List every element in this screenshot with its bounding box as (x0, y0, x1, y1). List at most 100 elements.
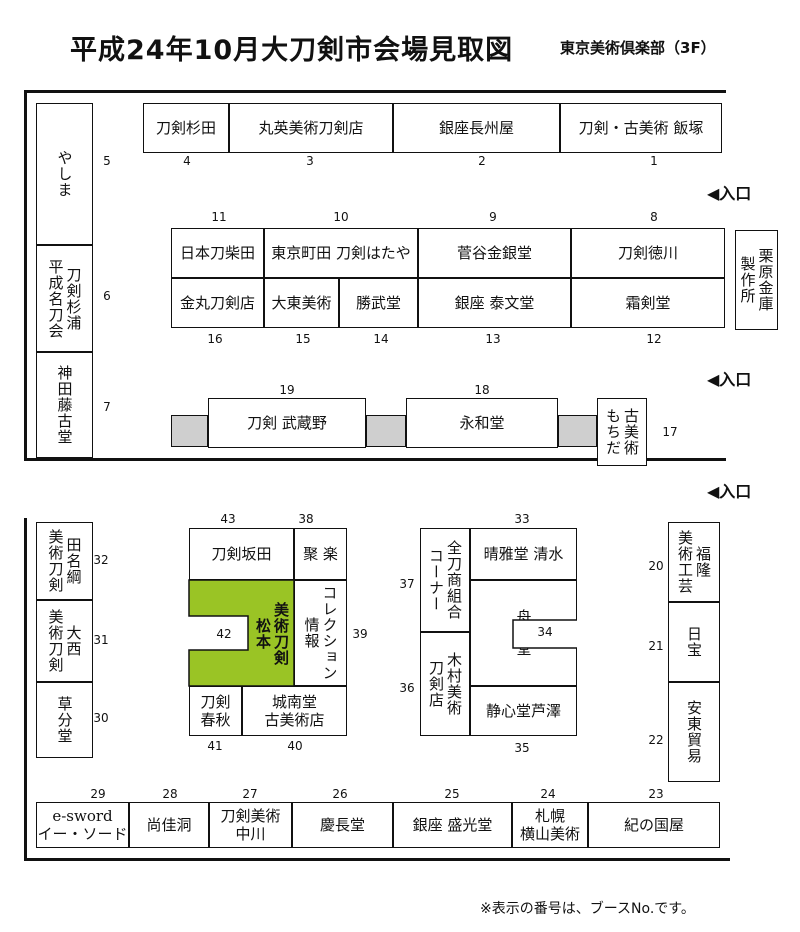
booth-number: 21 (648, 639, 664, 653)
gray-spacer (171, 415, 208, 447)
venue-label: 東京美術倶楽部（3F） (560, 39, 716, 57)
booth-number: 3 (306, 154, 314, 168)
booth-13: 銀座 泰文堂 (418, 278, 571, 328)
booth-32: 田名綱 美術刀剣 (36, 522, 93, 600)
booth-1: 刀剣・古美術 飯塚 (560, 103, 722, 153)
booth-number: 4 (183, 154, 191, 168)
map-title: 平成24年10月大刀剣市会場見取図 (70, 35, 514, 66)
booth-number: 42 (216, 627, 232, 641)
booth-number: 23 (648, 787, 664, 801)
booth-number: 17 (662, 425, 678, 439)
booth-24: 札幌 横山美術 (512, 802, 588, 848)
booth-number: 38 (298, 512, 314, 526)
booth-number: 6 (103, 289, 111, 303)
booth-38: 聚 楽 (294, 528, 347, 580)
booth-30: 草分堂 (36, 682, 93, 758)
booth-35: 静心堂芦澤 (470, 686, 577, 736)
booth-k: 栗原金庫 製作所 (735, 230, 778, 330)
booth-number: 12 (646, 332, 662, 346)
booth-22: 安東貿易 (668, 682, 720, 782)
booth-number: 25 (444, 787, 460, 801)
wall-segment (24, 90, 27, 460)
booth-number: 43 (220, 512, 236, 526)
booth-37: 全刀商組合 コーナー (420, 528, 470, 632)
booth-15: 大東美術 (264, 278, 339, 328)
wall-segment (24, 458, 726, 461)
booth-number: 2 (478, 154, 486, 168)
booth-6: 刀剣杉浦 平成名刀会 (36, 245, 93, 352)
booth-number: 9 (489, 210, 497, 224)
booth-number: 13 (485, 332, 501, 346)
booth-number: 31 (93, 633, 109, 647)
booth-5: やしま (36, 103, 93, 245)
booth-28: 尚佳洞 (129, 802, 209, 848)
booth-7: 神田藤古堂 (36, 352, 93, 458)
booth-12: 霜剣堂 (571, 278, 725, 328)
booth-number: 27 (242, 787, 258, 801)
entrance-3: ◀入口 (707, 482, 752, 501)
booth-9: 菅谷金銀堂 (418, 228, 571, 278)
booth-18: 永和堂 (406, 398, 558, 448)
booth-number: 1 (650, 154, 658, 168)
booth-26: 慶長堂 (292, 802, 393, 848)
booth-20: 福隆 美術工芸 (668, 522, 720, 602)
booth-17: 古美術 もちだ (597, 398, 647, 466)
booth-2: 銀座長州屋 (393, 103, 560, 153)
booth-number: 29 (90, 787, 106, 801)
booth-42: 美術刀剣 松本 (254, 602, 290, 666)
booth-number: 8 (650, 210, 658, 224)
booth-16: 金丸刀剣店 (171, 278, 264, 328)
wall-segment (24, 90, 726, 93)
booth-39: コレクション 情報 (294, 580, 347, 686)
booth-10: 東京町田 刀剣はたや (264, 228, 418, 278)
booth-8: 刀剣徳川 (571, 228, 725, 278)
wall-segment (24, 858, 730, 861)
booth-25: 銀座 盛光堂 (393, 802, 512, 848)
booth-34: 舟山堂 (470, 580, 577, 686)
booth-number: 32 (93, 553, 109, 567)
booth-number: 33 (514, 512, 530, 526)
booth-number: 5 (103, 154, 111, 168)
booth-31: 大西 美術刀剣 (36, 600, 93, 682)
booth-number: 28 (162, 787, 178, 801)
booth-number: 30 (93, 711, 109, 725)
booth-43: 刀剣坂田 (189, 528, 294, 580)
gray-spacer (366, 415, 406, 447)
booth-number: 20 (648, 559, 664, 573)
booth-number: 22 (648, 733, 664, 747)
booth-33: 晴雅堂 清水 (470, 528, 577, 580)
booth-number: 36 (399, 681, 415, 695)
booth-19: 刀剣 武蔵野 (208, 398, 366, 448)
entrance-2: ◀入口 (707, 370, 752, 389)
booth-number: 41 (207, 739, 223, 753)
booth-27: 刀剣美術 中川 (209, 802, 292, 848)
booth-number: 35 (514, 741, 530, 755)
booth-number: 10 (333, 210, 349, 224)
booth-number: 7 (103, 400, 111, 414)
booth-14: 勝武堂 (339, 278, 418, 328)
booth-23: 紀の国屋 (588, 802, 720, 848)
booth-number: 19 (279, 383, 295, 397)
booth-number: 18 (474, 383, 490, 397)
booth-number: 16 (207, 332, 223, 346)
booth-number: 37 (399, 577, 415, 591)
booth-36: 木村美術 刀剣店 (420, 632, 470, 736)
booth-number: 34 (537, 625, 553, 639)
wall-segment (24, 518, 27, 860)
booth-number-note: ※表示の番号は、ブースNo.です。 (480, 901, 695, 917)
booth-number: 39 (352, 627, 368, 641)
booth-number: 24 (540, 787, 556, 801)
booth-11: 日本刀柴田 (171, 228, 264, 278)
booth-29: e-sword イー・ソード (36, 802, 129, 848)
booth-3: 丸英美術刀剣店 (229, 103, 393, 153)
booth-number: 14 (373, 332, 389, 346)
booth-21: 日宝 (668, 602, 720, 682)
booth-number: 11 (211, 210, 227, 224)
entrance-1: ◀入口 (707, 184, 752, 203)
booth-number: 26 (332, 787, 348, 801)
gray-spacer (558, 415, 597, 447)
booth-4: 刀剣杉田 (143, 103, 229, 153)
booth-41: 刀剣 春秋 (189, 686, 242, 736)
booth-number: 15 (295, 332, 311, 346)
